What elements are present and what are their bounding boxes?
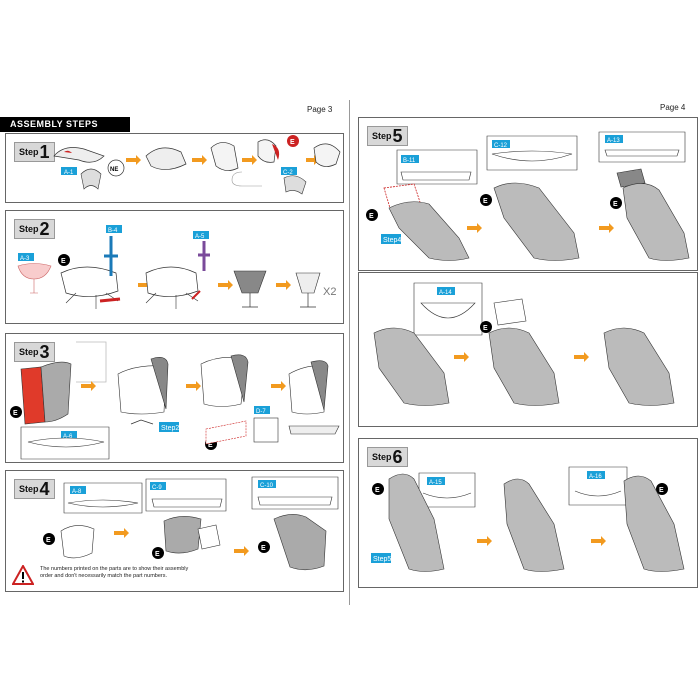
- e-tag-step3: E: [13, 410, 18, 417]
- step4-reference: Step4: [383, 237, 401, 244]
- step-1-head-part: [53, 147, 105, 163]
- page-number-right: Page 4: [660, 103, 686, 112]
- part-label-a5: A-5: [195, 234, 205, 240]
- part-label-a15: A-15: [429, 480, 442, 486]
- assembly-steps-banner: ASSEMBLY STEPS: [0, 117, 130, 132]
- part-label-a13: A-13: [607, 138, 620, 144]
- part-label-a16: A-16: [589, 474, 602, 480]
- page-number-left: Page 3: [307, 105, 333, 114]
- step-5-continuation-illustration: A-14 E: [373, 282, 675, 406]
- warning-icon: [12, 565, 34, 585]
- e-tag-step5c: E: [613, 201, 618, 208]
- e-tag-step3b: E: [208, 442, 213, 449]
- part-label-c9: C-9: [152, 485, 162, 491]
- e-tag-step5b: E: [483, 198, 488, 205]
- warning-text: The numbers printed on the parts are to …: [40, 566, 189, 579]
- step-5-continuation-panel: A-14 E: [358, 272, 698, 427]
- e-tag-step6b: E: [659, 487, 664, 494]
- part-label-d7: D-7: [256, 409, 266, 415]
- step-1-illustration: A-1 NE E C-2: [53, 135, 341, 195]
- e-tag-step4b: E: [155, 551, 160, 558]
- e-tag-step4: E: [46, 537, 51, 544]
- part-label-b11: B-11: [403, 158, 416, 164]
- ne-tag: NE: [110, 167, 118, 173]
- part-label-a14: A-14: [439, 290, 452, 296]
- e-tag-step5d: E: [483, 325, 488, 332]
- e-tag-step5: E: [369, 213, 374, 220]
- part-label-a3: A-3: [20, 256, 30, 262]
- part-label-a8: A-8: [72, 489, 82, 495]
- e-tag-step1: E: [290, 139, 295, 146]
- part-label-b4: B-4: [108, 228, 118, 234]
- part-label-a1: A-1: [64, 170, 74, 176]
- step-6-illustration: A-15 E Step5 A-16 E: [371, 466, 685, 572]
- part-label-a6: A-6: [63, 434, 73, 440]
- step-5-illustration: B-11 E Step4 C-12 E A-13 E: [366, 131, 690, 261]
- step-2-illustration: A-3 E B-4 A-5 X2: [17, 225, 336, 309]
- page-divider: [349, 100, 350, 605]
- step-3-illustration: E A-6 Step2 E D-7: [10, 341, 340, 460]
- warning-note: The numbers printed on the parts are to …: [12, 565, 342, 590]
- part-label-c10: C-10: [260, 483, 274, 489]
- step-4-illustration: A-8 E C-9 E C-10 E: [43, 476, 339, 571]
- step2-reference: Step2: [161, 425, 179, 432]
- e-tag-step4c: E: [261, 545, 266, 552]
- part-label-c12: C-12: [494, 143, 508, 149]
- part-label-c2: C-2: [283, 170, 293, 176]
- step5-reference: Step5: [373, 556, 391, 563]
- step-2-multiplier: X2: [323, 286, 336, 298]
- e-tag-step2: E: [61, 258, 66, 265]
- e-tag-step6: E: [375, 487, 380, 494]
